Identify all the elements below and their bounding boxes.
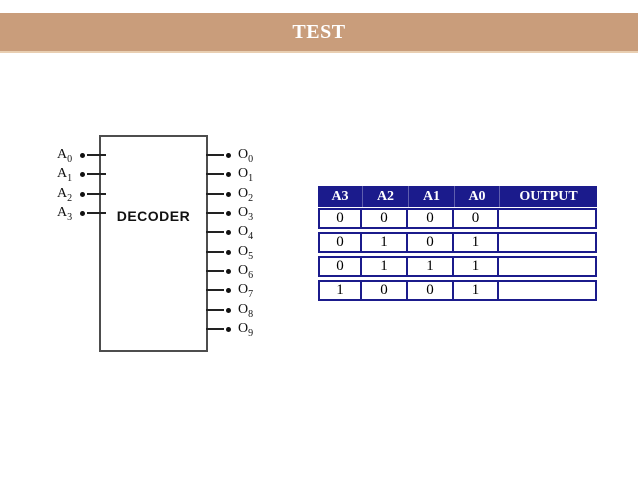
wire-dot <box>80 152 85 158</box>
output-pin-label: O5 <box>238 243 254 262</box>
input-pin-label: A0 <box>57 146 73 165</box>
table-cell: 1 <box>408 256 454 277</box>
output-pin-label: O8 <box>238 301 254 320</box>
input-wire-A1: A1 <box>57 165 106 184</box>
table-cell <box>499 232 597 253</box>
header-cell-output: OUTPUT <box>499 186 597 207</box>
wire-dot <box>226 171 231 177</box>
wire-line <box>206 328 224 330</box>
wire-dot <box>226 307 231 313</box>
output-pin-label: O1 <box>238 165 254 184</box>
output-pin-label: O9 <box>238 320 254 339</box>
wire-dot <box>226 268 231 274</box>
output-wire-O9: O9 <box>206 320 254 339</box>
wire-dot <box>80 171 85 177</box>
output-wire-O8: O8 <box>206 301 254 320</box>
decoder-box: DECODER <box>99 135 208 352</box>
wire-line <box>206 309 224 311</box>
input-pin-label: A2 <box>57 185 73 204</box>
wire-line <box>206 212 224 214</box>
wire-dot <box>226 191 231 197</box>
output-wire-O2: O2 <box>206 185 254 204</box>
table-cell <box>499 280 597 301</box>
input-wire-A0: A0 <box>57 146 106 165</box>
header-cell-a1: A1 <box>408 186 454 207</box>
output-wire-O7: O7 <box>206 281 254 300</box>
table-cell: 0 <box>362 280 408 301</box>
output-pin-label: O6 <box>238 262 254 281</box>
wire-line <box>206 173 224 175</box>
output-wire-O0: O0 <box>206 146 254 165</box>
table-cell: 0 <box>408 208 454 229</box>
wire-dot <box>226 152 231 158</box>
output-wire-O5: O5 <box>206 243 254 262</box>
input-pin-label: A1 <box>57 165 73 184</box>
wire-dot <box>226 249 231 255</box>
wire-dot <box>80 191 85 197</box>
wire-dot <box>226 287 231 293</box>
header-cell-a0: A0 <box>454 186 499 207</box>
table-cell: 0 <box>408 232 454 253</box>
table-cell: 1 <box>362 256 408 277</box>
wire-line <box>87 193 106 195</box>
table-cell <box>499 256 597 277</box>
table-cell: 0 <box>408 280 454 301</box>
wire-line <box>206 154 224 156</box>
wire-line <box>206 270 224 272</box>
slide-title: TEST <box>292 20 346 43</box>
wire-dot <box>226 229 231 235</box>
header-cell-a3: A3 <box>331 188 349 204</box>
table-cell: 0 <box>454 208 499 229</box>
table-cell <box>499 208 597 229</box>
wire-line <box>87 154 106 156</box>
input-pin-label: A3 <box>57 204 73 223</box>
decoder-box-label: DECODER <box>116 208 191 224</box>
wire-line <box>206 193 224 195</box>
table-cell: 0 <box>318 208 362 229</box>
wire-line <box>87 173 106 175</box>
header-cell-a2: A2 <box>362 186 408 207</box>
table-cell: 1 <box>318 280 362 301</box>
output-pin-label: O0 <box>238 146 254 165</box>
wire-line <box>206 231 224 233</box>
output-wire-O4: O4 <box>206 223 254 242</box>
output-pin-label: O7 <box>238 281 254 300</box>
table-cell: 0 <box>362 208 408 229</box>
table-cell: 1 <box>454 232 499 253</box>
wire-dot <box>80 210 85 216</box>
input-wire-A3: A3 <box>57 204 106 223</box>
output-pin-label: O2 <box>238 185 254 204</box>
input-wire-A2: A2 <box>57 185 106 204</box>
table-cell: 0 <box>318 256 362 277</box>
output-pin-label: O3 <box>238 204 254 223</box>
table-cell: 1 <box>454 256 499 277</box>
wire-line <box>206 289 224 291</box>
output-wire-O6: O6 <box>206 262 254 281</box>
wire-dot <box>226 326 231 332</box>
title-bar: TEST <box>0 13 638 53</box>
table-cell: 0 <box>318 232 362 253</box>
table-cell: 1 <box>362 232 408 253</box>
output-pin-label: O4 <box>238 223 254 242</box>
output-wire-O1: O1 <box>206 165 254 184</box>
table-cell: 1 <box>454 280 499 301</box>
wire-dot <box>226 210 231 216</box>
wire-line <box>87 212 106 214</box>
output-wire-O3: O3 <box>206 204 254 223</box>
wire-line <box>206 251 224 253</box>
